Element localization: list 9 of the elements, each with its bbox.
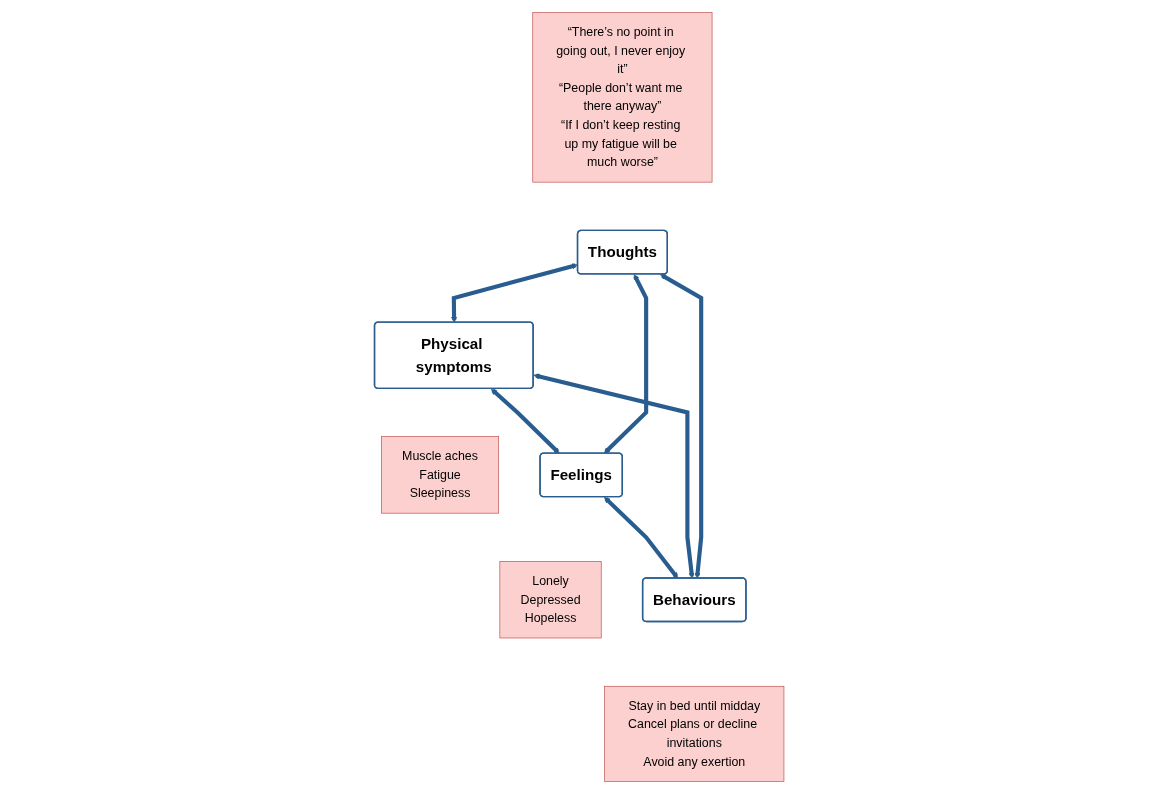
node-box: Muscle aches Fatigue Sleepiness [381, 436, 500, 514]
arrow [604, 274, 649, 454]
node-box: Lonely Depressed Hopeless [499, 561, 602, 639]
arrow [533, 373, 695, 579]
arrow [491, 388, 560, 454]
arrow [604, 496, 679, 579]
node-box: “There’s no point in going out, I never enjoy it” “People don’t want me there anyway” “If I don’t keep resting up my fatigue will be much worse” [532, 12, 713, 183]
node-box: Stay in bed until midday Cancel plans or decline invitations Avoid any exertion [604, 685, 785, 782]
arrow [660, 273, 704, 579]
